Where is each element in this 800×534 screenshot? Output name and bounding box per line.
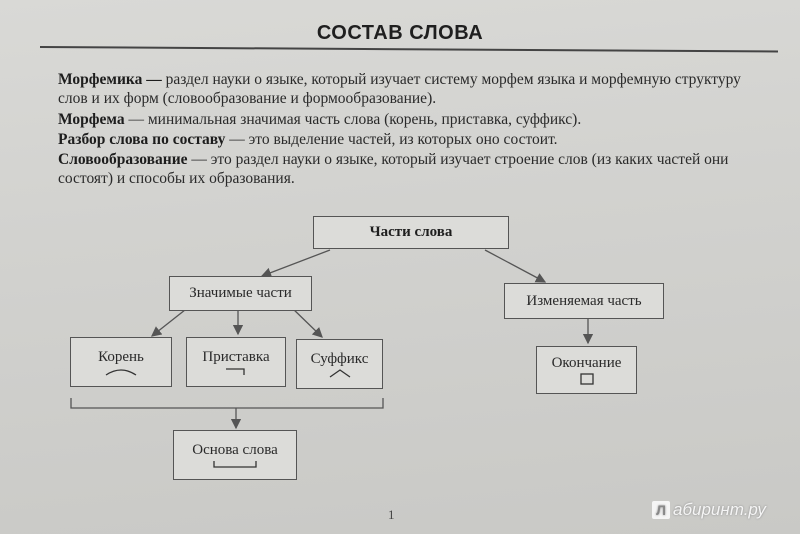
ending-mark-icon [579, 372, 594, 385]
arrow-to-changeable [484, 249, 547, 283]
term: Морфемика — [58, 71, 162, 88]
term: Словообразование [58, 151, 188, 168]
prefix-mark-icon [226, 367, 245, 375]
box-label: Суффикс [310, 350, 369, 367]
arrow-to-root [150, 305, 191, 337]
box-stem: Основа слова [173, 430, 297, 480]
suffix-mark-icon [329, 368, 350, 378]
arrow-to-significant [260, 249, 331, 278]
page-title: СОСТАВ СЛОВА [316, 22, 484, 44]
definition-text: — это выделение частей, из которых оно с… [225, 131, 558, 148]
box-ending: Окончание [536, 346, 637, 394]
page-number: 1 [388, 507, 395, 522]
box-label: Изменяемая часть [526, 292, 642, 309]
box-label: Окончание [551, 354, 622, 371]
box-label: Части слова [369, 224, 453, 240]
box-changeable-part: Изменяемая часть [504, 283, 664, 319]
definition-text: раздел науки о языке, который изучает си… [58, 71, 741, 107]
box-significant-parts: Значимые части [169, 276, 312, 311]
box-label: Значимые части [189, 285, 292, 301]
definition-morpheme: Морфема — минимальная значимая часть сло… [58, 110, 772, 129]
box-label: Корень [98, 348, 144, 365]
watermark-letter: Л [652, 501, 670, 519]
arrow-to-suffix [289, 305, 323, 338]
box-prefix: Приставка [186, 337, 286, 387]
definition-word-formation: Словообразование — это раздел науки о яз… [58, 150, 772, 188]
stem-bracket [70, 398, 384, 409]
box-label: Приставка [202, 348, 270, 365]
definition-morphemics: Морфемика — раздел науки о языке, которы… [58, 70, 772, 108]
box-suffix: Суффикс [296, 339, 383, 389]
box-word-parts: Части слова [313, 216, 509, 249]
term: Морфема [58, 111, 125, 128]
watermark-text: абиринт.ру [673, 500, 766, 519]
term: Разбор слова по составу [58, 131, 226, 148]
box-label: Основа слова [192, 441, 278, 458]
definition-text: — это раздел науки о языке, который изуч… [58, 151, 729, 187]
definition-parsing: Разбор слова по составу — это выделение … [58, 130, 772, 149]
definition-text: — минимальная значимая часть слова (коре… [124, 111, 582, 128]
box-root: Корень [70, 337, 172, 387]
stem-mark-icon [213, 460, 257, 468]
root-mark-icon [105, 368, 137, 376]
